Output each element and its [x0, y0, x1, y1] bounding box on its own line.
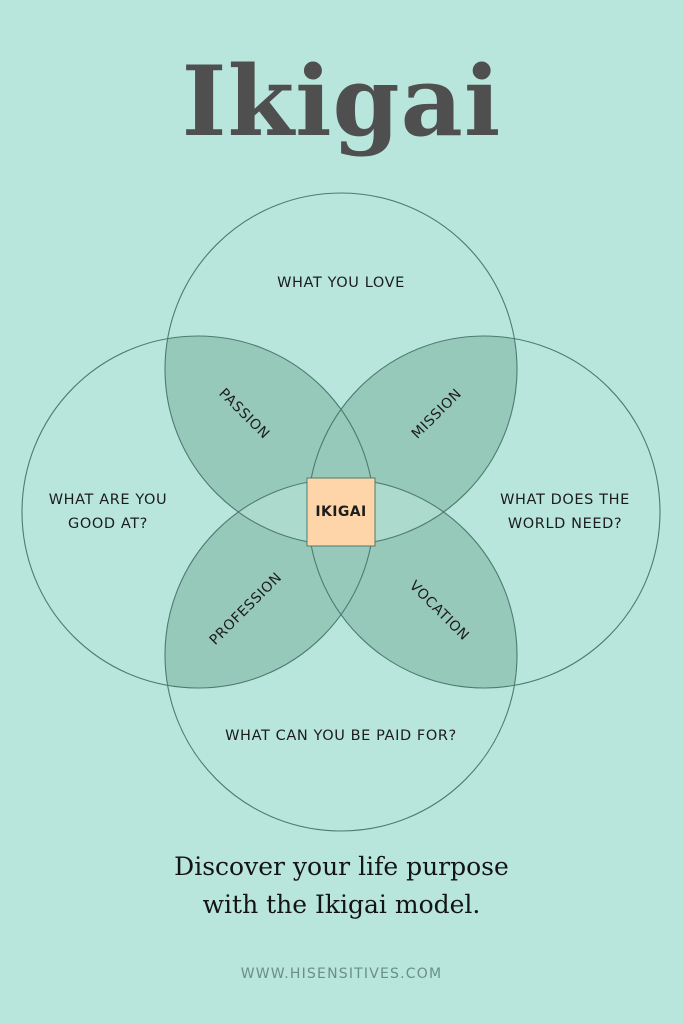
tagline-line1: Discover your life purpose [174, 852, 509, 881]
tagline-line2: with the Ikigai model. [202, 890, 481, 919]
label-world-need-line2: WORLD NEED? [508, 516, 622, 532]
label-good-at-line1: WHAT ARE YOU [49, 492, 168, 508]
label-what-you-love: WHAT YOU LOVE [277, 275, 405, 291]
website-url: WWW.HISENSITIVES.COM [240, 966, 443, 982]
tagline: Discover your life purpose with the Ikig… [0, 848, 683, 924]
label-paid-for: WHAT CAN YOU BE PAID FOR? [225, 728, 457, 744]
page-title: Ikigai [181, 45, 502, 158]
ikigai-center-box [306, 477, 376, 547]
label-ikigai: IKIGAI [315, 504, 366, 520]
label-good-at-line2: GOOD AT? [68, 516, 148, 532]
label-world-need-line1: WHAT DOES THE [500, 492, 630, 508]
